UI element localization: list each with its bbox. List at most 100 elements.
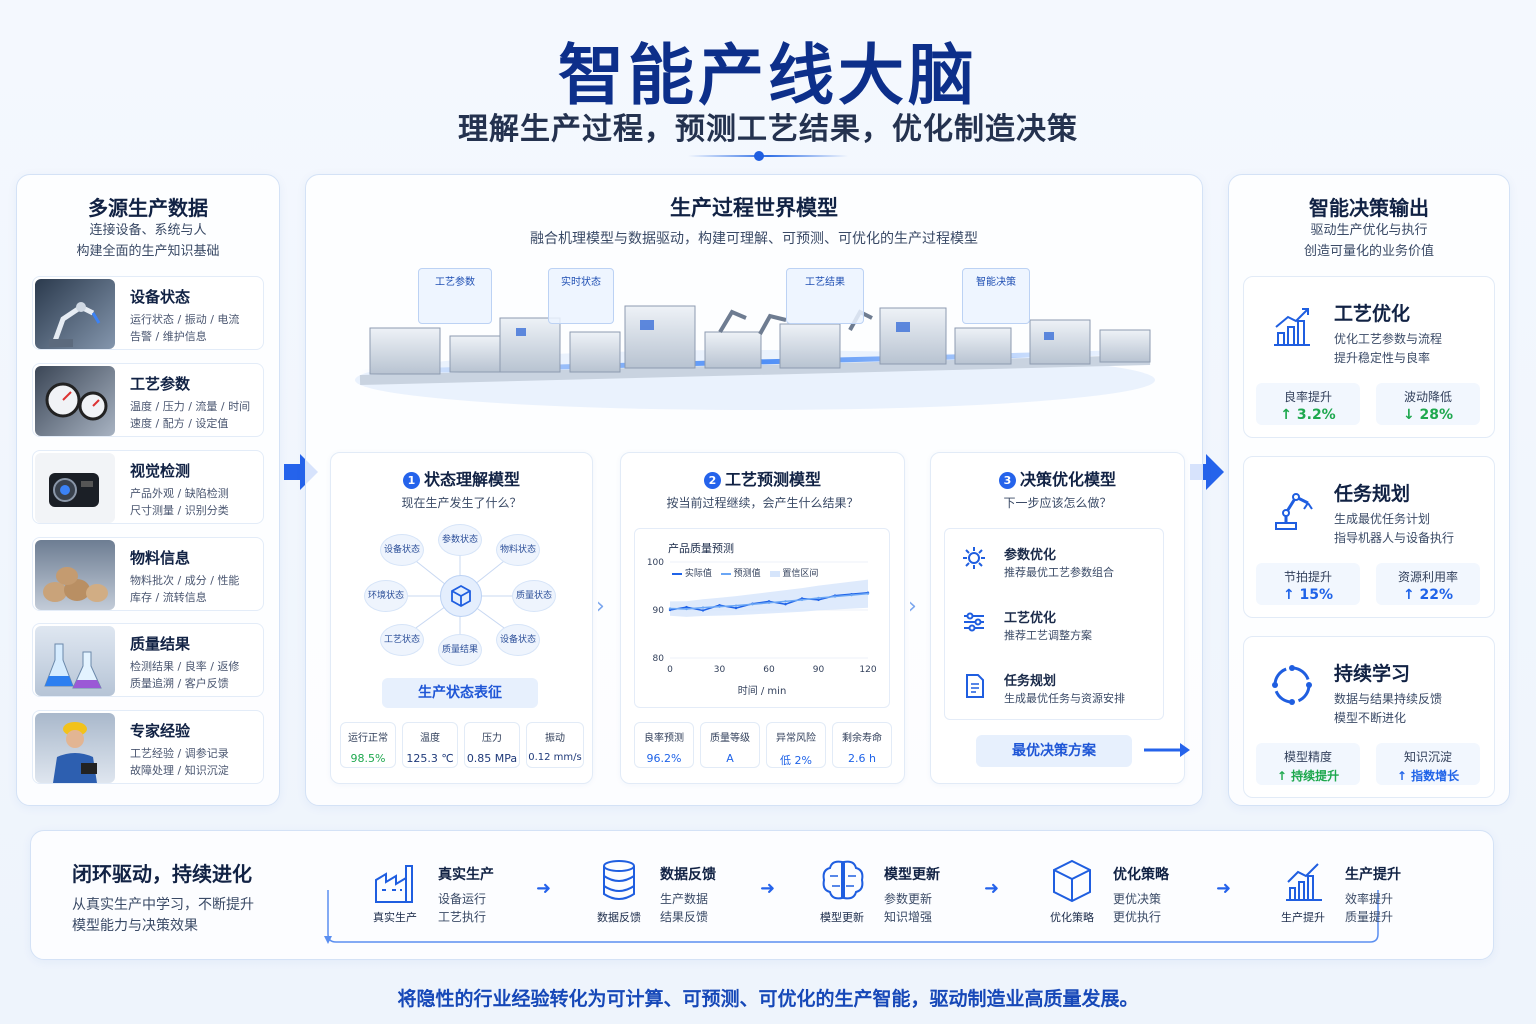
step-title: 优化策略 <box>1113 867 1169 883</box>
step-title: 模型更新 <box>884 867 940 883</box>
decision-model-question: 下一步应该怎么做？ <box>1003 496 1112 510</box>
kpi-label: 良率预测 <box>644 733 684 744</box>
data-point <box>817 598 820 602</box>
step-title: 数据反馈 <box>660 867 716 883</box>
step-caption: 优化策略 <box>1050 911 1094 924</box>
data-sources-sub1: 连接设备、系统与人 <box>89 223 207 238</box>
arrow-right-icon: ➜ <box>760 878 776 899</box>
data-point <box>850 593 853 597</box>
step-caption: 生产提升 <box>1281 911 1325 924</box>
metric-label: 模型精度 <box>1283 750 1332 764</box>
legend-label: 置信区间 <box>782 569 819 579</box>
output-card-title: 持续学习 <box>1334 663 1411 685</box>
x-tick-label: 120 <box>859 665 876 675</box>
arrow-right-icon: ➜ <box>1216 878 1232 899</box>
output-card-line2: 模型不断进化 <box>1334 711 1407 725</box>
step-line2: 更优执行 <box>1113 910 1162 924</box>
decision-output-sub2: 创造可量化的业务价值 <box>1303 244 1434 259</box>
data-point <box>817 596 820 600</box>
output-metric: 模型精度↑ 持续提升 <box>1256 743 1360 785</box>
document-icon <box>960 672 988 704</box>
output-card-title: 工艺优化 <box>1334 303 1411 325</box>
data-item-title: 设备状态 <box>130 288 191 306</box>
production-line-illustration <box>340 262 1170 422</box>
page-title: 智能产线大脑 <box>558 37 978 114</box>
state-representation-button[interactable]: 生产状态表征 <box>382 678 538 708</box>
state-node: 工艺状态 <box>380 624 424 656</box>
metric-label: 波动降低 <box>1403 390 1452 404</box>
x-tick-label: 90 <box>813 665 825 675</box>
kpi-value: 0.85 MPa <box>466 752 518 765</box>
overlay-tag: 工艺参数 <box>418 268 492 324</box>
step-line1: 效率提升 <box>1345 892 1394 906</box>
y-tick-label: 90 <box>653 606 665 616</box>
metric-label: 知识沉淀 <box>1403 750 1452 764</box>
title-divider <box>688 155 848 157</box>
state-node: 质量状态 <box>512 580 556 612</box>
kpi-label: 运行正常 <box>348 733 388 744</box>
kpi-value: 0.12 mm/s <box>528 752 582 763</box>
data-point <box>734 606 738 610</box>
data-item-quality[interactable]: 质量结果 检测结果 / 良率 / 返修 质量追溯 / 客户反馈 <box>32 623 264 697</box>
closed-loop-title: 闭环驱动，持续进化 <box>72 862 252 886</box>
state-node: 物料状态 <box>496 534 540 566</box>
output-metric: 节拍提升↑ 15% <box>1256 563 1360 605</box>
metric-value: ↑ 22% <box>1402 587 1454 603</box>
kpi-label: 质量等级 <box>710 733 750 744</box>
state-kpi: 运行正常 98.5% <box>340 722 396 768</box>
data-item-material[interactable]: 物料信息 物料批次 / 成分 / 性能 库存 / 流转信息 <box>32 537 264 611</box>
lab-flasks-image <box>35 626 115 696</box>
step-title: 生产提升 <box>1345 867 1401 883</box>
data-point <box>784 600 787 603</box>
step-line2: 工艺执行 <box>438 910 487 924</box>
state-node: 参数状态 <box>438 524 482 556</box>
page-subtitle: 理解生产过程，预测工艺结果，优化制造决策 <box>458 112 1078 147</box>
output-card-line2: 提升稳定性与良率 <box>1334 351 1431 365</box>
data-item-vision[interactable]: 视觉检测 产品外观 / 缺陷检测 尺寸测量 / 识别分类 <box>32 450 264 524</box>
robot-arm-image <box>35 279 115 349</box>
state-kpi: 振动 0.12 mm/s <box>526 722 584 768</box>
overlay-tag: 实时状态 <box>548 268 614 324</box>
overlay-tag: 工艺结果 <box>786 268 864 324</box>
kpi-label: 振动 <box>545 733 565 744</box>
chart-title: 产品质量预测 <box>668 542 734 555</box>
output-card-process: 工艺优化 优化工艺参数与流程 提升稳定性与良率 良率提升↑ 3.2% 波动降低↓… <box>1243 276 1495 438</box>
step-line1: 生产数据 <box>660 892 709 906</box>
chart-legend: 实际值 预测值 置信区间 <box>672 566 818 579</box>
closed-loop-panel <box>30 830 1494 960</box>
kpi-value: 98.5% <box>350 752 386 765</box>
decision-item-title: 任务规划 <box>1004 674 1057 689</box>
data-item-line2: 告警 / 维护信息 <box>130 330 207 343</box>
y-tick-label: 100 <box>647 558 664 568</box>
step-caption: 真实生产 <box>373 911 417 924</box>
step-number: 2 <box>703 472 721 489</box>
step-line1: 设备运行 <box>438 892 487 906</box>
data-point <box>784 603 787 606</box>
decision-model-title-text: 决策优化模型 <box>1019 470 1116 489</box>
decision-item-title: 参数优化 <box>1004 548 1057 563</box>
data-point <box>734 604 738 607</box>
data-item-title: 工艺参数 <box>130 375 191 393</box>
step-number: 3 <box>998 472 1016 489</box>
output-metric: 知识沉淀↑ 指数增长 <box>1376 743 1480 785</box>
data-point <box>866 592 870 595</box>
optimal-decision-button[interactable]: 最优决策方案 <box>976 735 1132 767</box>
kpi-value: 125.3 ℃ <box>406 752 454 765</box>
state-node: 设备状态 <box>380 534 424 566</box>
x-tick-label: 0 <box>667 665 673 675</box>
output-card-line1: 生成最优任务计划 <box>1334 512 1431 526</box>
kpi-value: 2.6 h <box>848 752 876 765</box>
output-card-task: 任务规划 生成最优任务计划 指导机器人与设备执行 节拍提升↑ 15% 资源利用率… <box>1243 456 1495 618</box>
data-item-line1: 物料批次 / 成分 / 性能 <box>130 574 240 587</box>
data-point <box>701 606 705 609</box>
gauges-image <box>35 366 115 436</box>
data-item-line1: 检测结果 / 良率 / 返修 <box>130 660 240 673</box>
overlay-tag-label: 智能决策 <box>976 277 1016 288</box>
data-item-expert[interactable]: 专家经验 工艺经验 / 调参记录 故障处理 / 知识沉淀 <box>32 710 264 784</box>
cycle-icon <box>1270 663 1314 711</box>
loop-return-line <box>322 886 1442 956</box>
data-item-equipment[interactable]: 设备状态 运行状态 / 振动 / 电流 告警 / 维护信息 <box>32 276 264 350</box>
data-item-process[interactable]: 工艺参数 温度 / 压力 / 流量 / 时间 速度 / 配方 / 设定值 <box>32 363 264 437</box>
